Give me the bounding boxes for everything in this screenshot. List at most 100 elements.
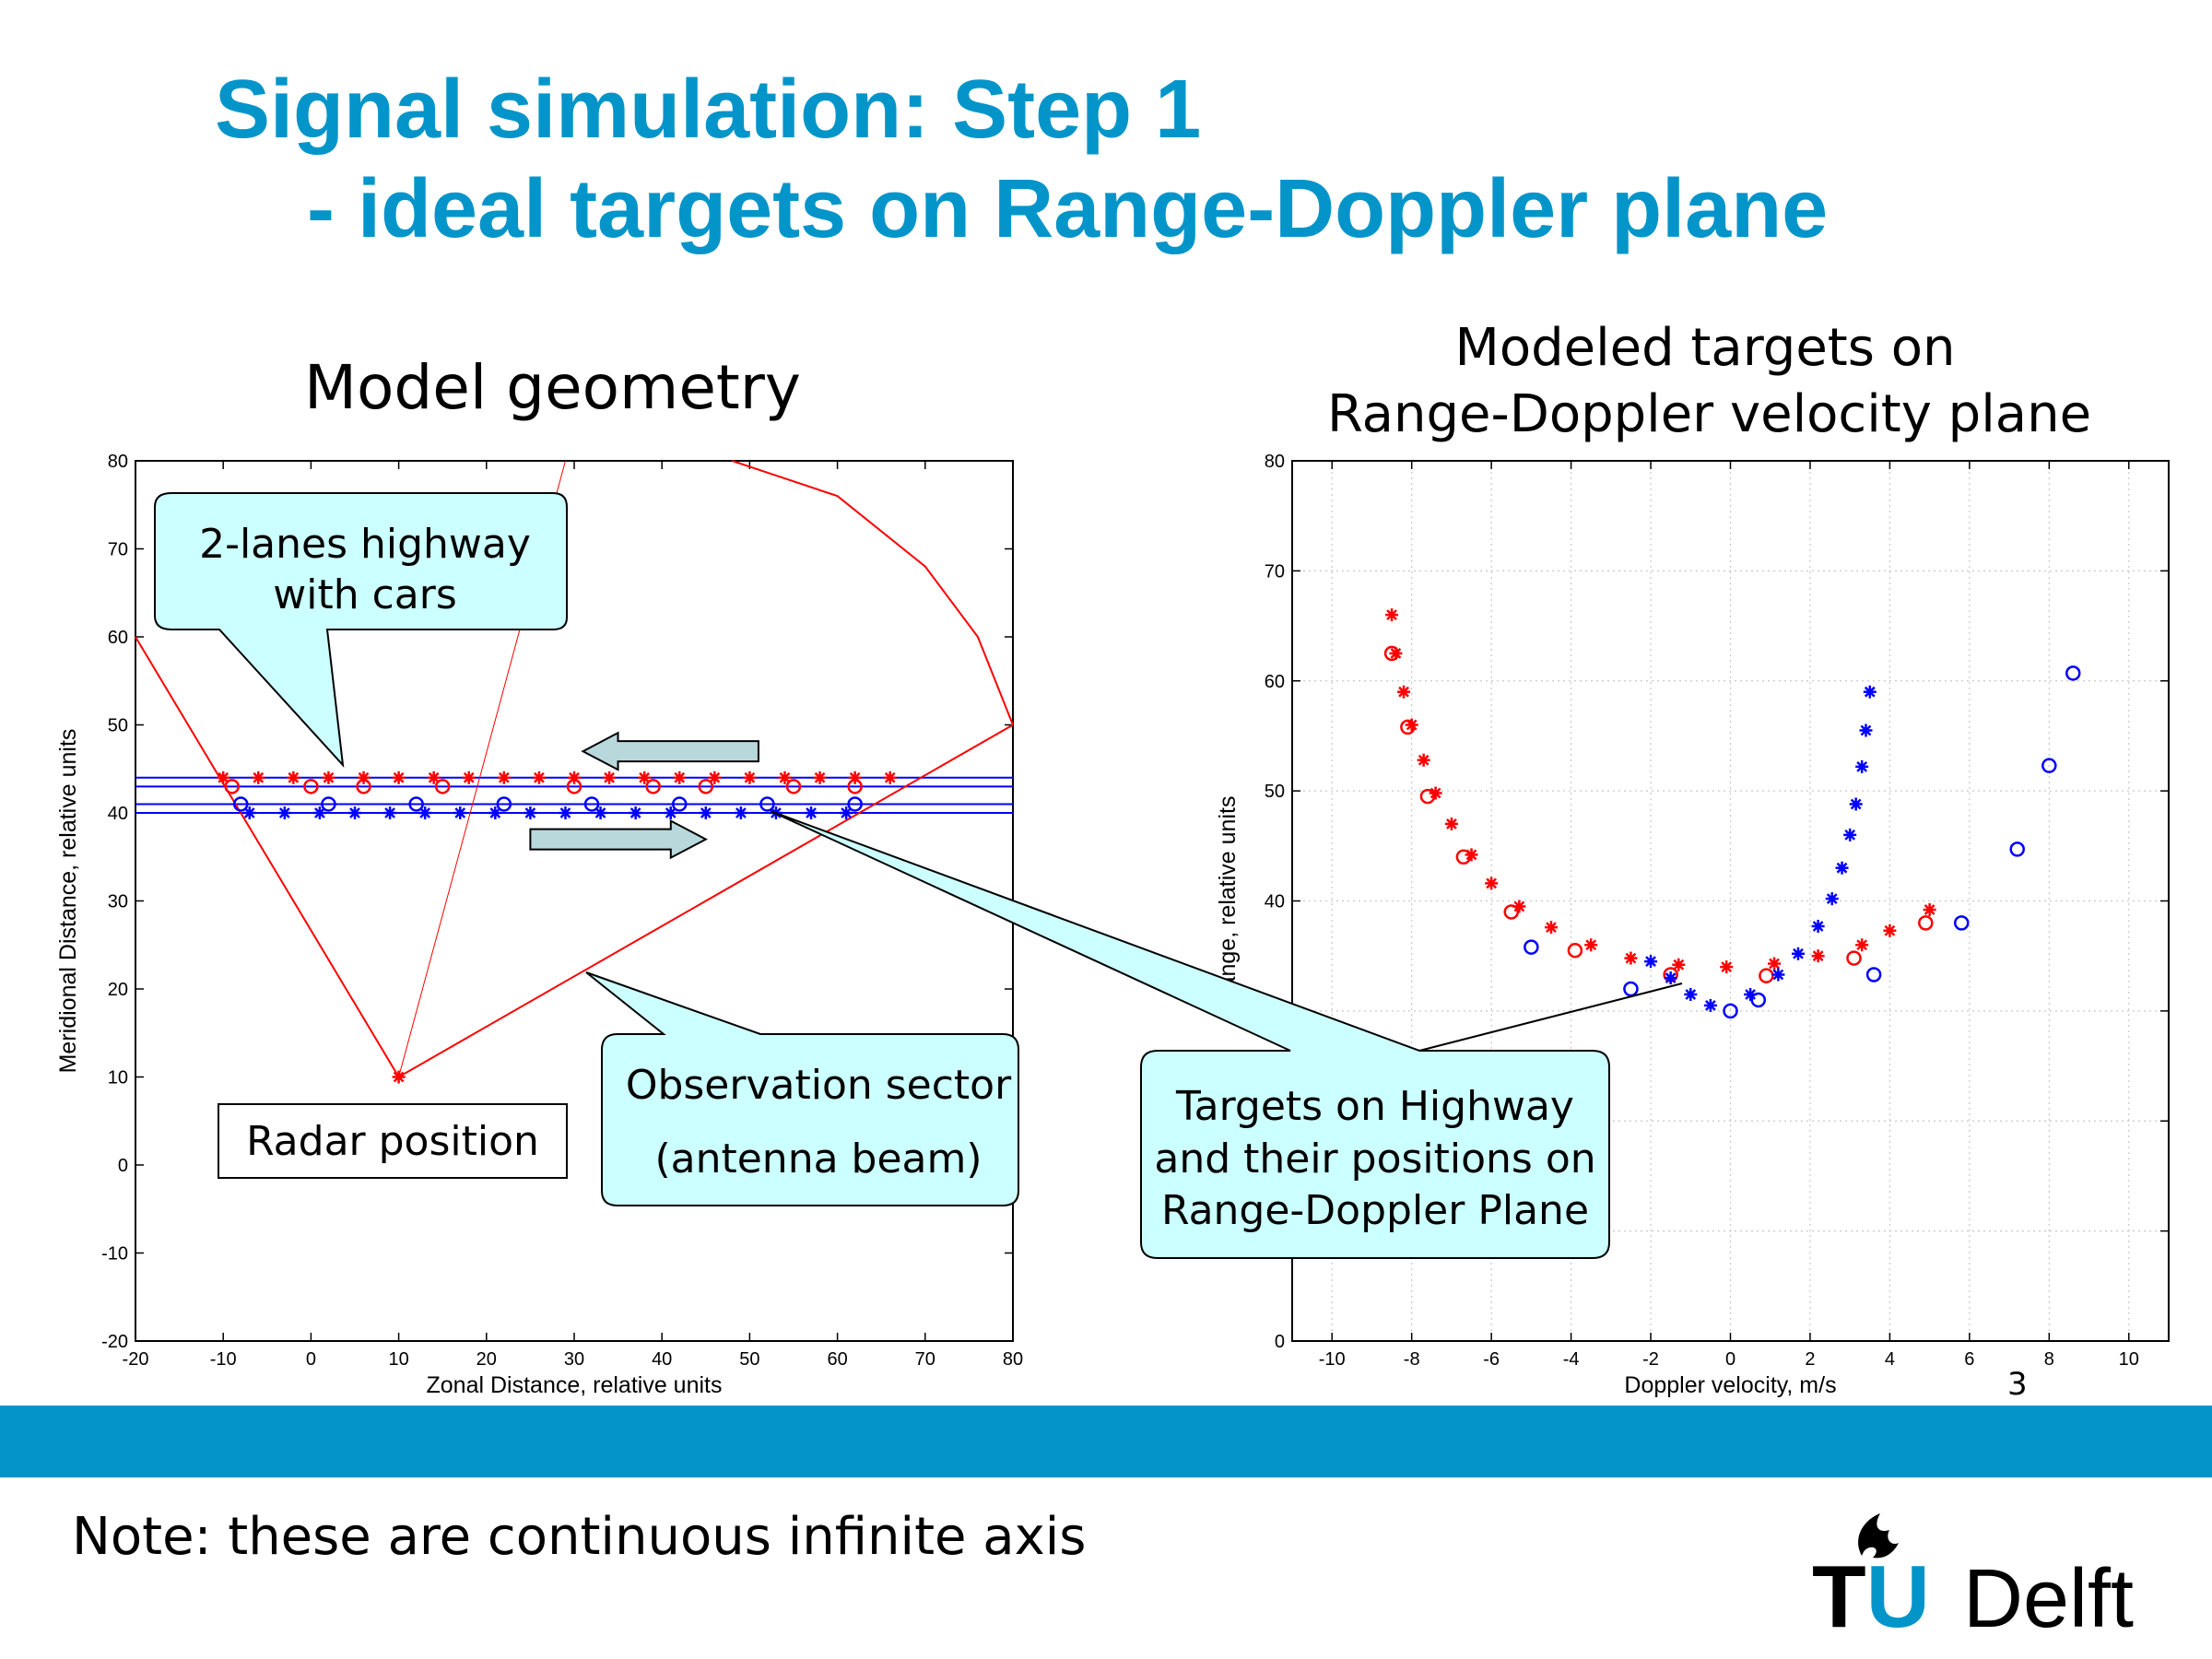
- car-star: [462, 771, 476, 784]
- rd-circle-point: [1383, 645, 1400, 662]
- x-tick-label: 80: [1003, 1349, 1023, 1370]
- rd-star-point: [1835, 861, 1849, 875]
- rd-circle-point: [1953, 915, 1970, 931]
- rd-star-point: [1684, 987, 1698, 1001]
- footer-note: Note: these are continuous infinite axis: [72, 1507, 1087, 1567]
- car-star: [497, 771, 511, 784]
- rd-circle-point: [2009, 841, 2025, 857]
- car-star: [488, 806, 502, 819]
- rd-star-point: [1768, 957, 1782, 971]
- rd-circle-point: [1567, 942, 1583, 959]
- car-circle: [583, 796, 600, 812]
- car-star: [813, 771, 827, 784]
- y-tick-label: 50: [108, 716, 128, 736]
- x-tick-label: -10: [1319, 1349, 1346, 1370]
- car-circle: [759, 796, 775, 812]
- sector-callout-line1: Observation sector: [626, 1062, 1012, 1109]
- traffic-direction-arrow: [529, 818, 708, 860]
- rd-star-point: [1923, 903, 1936, 917]
- x-tick-label: 60: [827, 1349, 847, 1370]
- x-axis-label: Zonal Distance, relative units: [427, 1372, 723, 1398]
- right-chart-heading: Modeled targets on Range-Doppler velocit…: [1327, 315, 2091, 448]
- y-tick-label: 70: [1265, 561, 1285, 582]
- rd-star-point: [1863, 685, 1877, 699]
- rd-star-point: [1485, 877, 1499, 890]
- y-tick-label: 20: [108, 980, 128, 1000]
- x-tick-label: -10: [210, 1349, 237, 1370]
- x-tick-label: 6: [1964, 1349, 1974, 1370]
- car-circle: [496, 796, 512, 812]
- slide-title-line1: Signal simulation: Step 1: [215, 64, 1202, 156]
- y-axis-label: Range, relative units: [1215, 796, 1241, 1006]
- x-tick-label: 8: [2044, 1349, 2054, 1370]
- rd-star-point: [1444, 817, 1458, 830]
- rd-circle-point: [1524, 939, 1539, 955]
- footer-band: [0, 1406, 2212, 1477]
- callouts-layer: 2-lanes highway with cars Radar position…: [154, 492, 1683, 1259]
- x-tick-label: -2: [1642, 1349, 1659, 1370]
- x-tick-label: 10: [388, 1349, 408, 1370]
- rd-circle-point: [1750, 992, 1767, 1008]
- y-tick-label: 0: [1275, 1332, 1285, 1352]
- car-star: [883, 771, 897, 784]
- y-axis-label: Meridional Distance, relative units: [55, 729, 81, 1074]
- car-star: [559, 806, 572, 819]
- logo-tu: TU: [1812, 1547, 1930, 1641]
- rd-star-point: [1811, 919, 1825, 933]
- car-circle: [356, 779, 371, 794]
- x-tick-label: 40: [652, 1349, 672, 1370]
- y-tick-label: 60: [1265, 672, 1285, 692]
- car-star: [524, 806, 537, 819]
- y-tick-label: 40: [1265, 892, 1285, 912]
- rd-star-point: [1825, 892, 1839, 906]
- y-tick-label: 80: [1265, 452, 1285, 472]
- car-circle: [408, 796, 424, 812]
- rd-star-point: [1855, 938, 1869, 952]
- rd-circle-point: [1623, 981, 1639, 997]
- rd-circle-point: [1400, 719, 1416, 735]
- y-tick-label: 0: [118, 1156, 128, 1176]
- x-tick-label: 4: [1885, 1349, 1895, 1370]
- y-tick-label: 10: [108, 1068, 128, 1088]
- rd-circle-point: [1918, 915, 1934, 931]
- targets-callout-line2: and their positions on: [1154, 1135, 1595, 1182]
- x-tick-label: -8: [1404, 1349, 1420, 1370]
- car-star: [638, 771, 652, 784]
- y-tick-label: -10: [101, 1244, 128, 1265]
- car-star: [348, 806, 361, 819]
- rd-star-point: [1429, 786, 1442, 800]
- car-star: [734, 806, 747, 819]
- targets-callout: [770, 810, 1683, 1259]
- rd-star-point: [1720, 960, 1734, 974]
- range-doppler-chart: -10-8-6-4-2024681001020304050607080Doppl…: [1215, 452, 2170, 1398]
- rd-star-point: [1703, 998, 1717, 1012]
- x-tick-label: 70: [915, 1349, 935, 1370]
- car-circle: [303, 779, 319, 794]
- rd-star-point: [1855, 759, 1869, 773]
- radar-marker: [392, 1070, 406, 1084]
- rd-star-point: [1624, 951, 1638, 965]
- car-star: [312, 806, 326, 819]
- rd-circle-point: [1503, 904, 1519, 920]
- car-circle: [321, 796, 336, 812]
- car-star: [743, 771, 757, 784]
- x-tick-label: 0: [306, 1349, 316, 1370]
- car-star: [252, 771, 265, 784]
- car-star: [427, 771, 441, 784]
- rd-star-point: [1883, 924, 1897, 937]
- rd-circle-point: [1846, 950, 1862, 966]
- y-tick-label: 40: [108, 804, 128, 824]
- car-circle: [847, 779, 863, 794]
- rd-star-point: [1397, 685, 1411, 699]
- x-tick-label: 0: [1725, 1349, 1735, 1370]
- x-tick-label: 30: [564, 1349, 584, 1370]
- car-star: [629, 806, 642, 819]
- rd-star-point: [1859, 724, 1873, 737]
- y-tick-label: 50: [1265, 782, 1285, 802]
- car-circle: [698, 779, 714, 794]
- tudelft-logo: TU Delft: [1812, 1513, 2134, 1641]
- rd-circle-point: [1419, 788, 1436, 805]
- rd-circle-point: [1865, 967, 1882, 982]
- car-star: [673, 771, 687, 784]
